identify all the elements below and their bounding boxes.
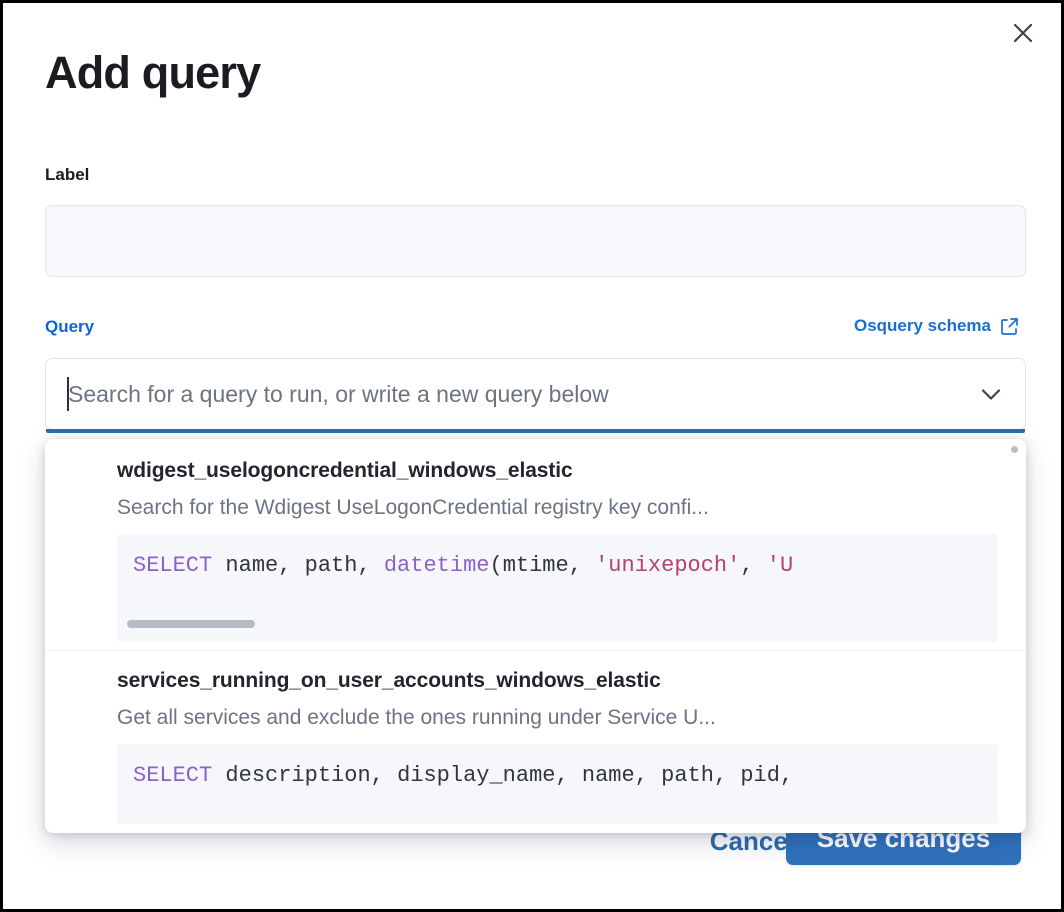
chevron-down-icon[interactable]	[971, 374, 1011, 414]
suggestion-sql-preview: SELECT description, display_name, name, …	[117, 744, 998, 824]
label-field-label: Label	[45, 165, 90, 184]
suggestion-title: wdigest_uselogoncredential_windows_elast…	[117, 459, 573, 482]
suggestion-description: Search for the Wdigest UseLogonCredentia…	[117, 496, 709, 519]
suggestion-title: services_running_on_user_accounts_window…	[117, 669, 661, 692]
query-combobox[interactable]	[45, 358, 1026, 433]
text-cursor	[67, 377, 69, 411]
close-icon	[1012, 22, 1034, 44]
page-title: Add query	[45, 47, 261, 98]
list-item[interactable]: services_running_on_user_accounts_window…	[45, 650, 1026, 824]
osquery-schema-link[interactable]: Osquery schema	[854, 316, 1019, 336]
external-link-icon	[1000, 317, 1019, 336]
label-input[interactable]	[45, 205, 1026, 277]
query-suggestions-dropdown[interactable]: wdigest_uselogoncredential_windows_elast…	[45, 439, 1026, 833]
code-horizontal-scrollbar[interactable]	[127, 620, 255, 628]
suggestion-description: Get all services and exclude the ones ru…	[117, 706, 716, 729]
suggestion-sql-preview: SELECT name, path, datetime(mtime, 'unix…	[117, 534, 998, 642]
query-search-input[interactable]	[68, 359, 961, 429]
list-item[interactable]: wdigest_uselogoncredential_windows_elast…	[45, 439, 1026, 642]
osquery-schema-link-label: Osquery schema	[853, 316, 991, 335]
query-field-label: Query	[45, 317, 95, 336]
sql-line: SELECT description, display_name, name, …	[133, 763, 794, 788]
sql-line: SELECT name, path, datetime(mtime, 'unix…	[133, 553, 794, 578]
close-button[interactable]	[1005, 15, 1041, 51]
dropdown-scrollbar[interactable]	[1011, 446, 1018, 453]
add-query-modal: Add query Label Query Osquery schema	[3, 3, 1061, 909]
